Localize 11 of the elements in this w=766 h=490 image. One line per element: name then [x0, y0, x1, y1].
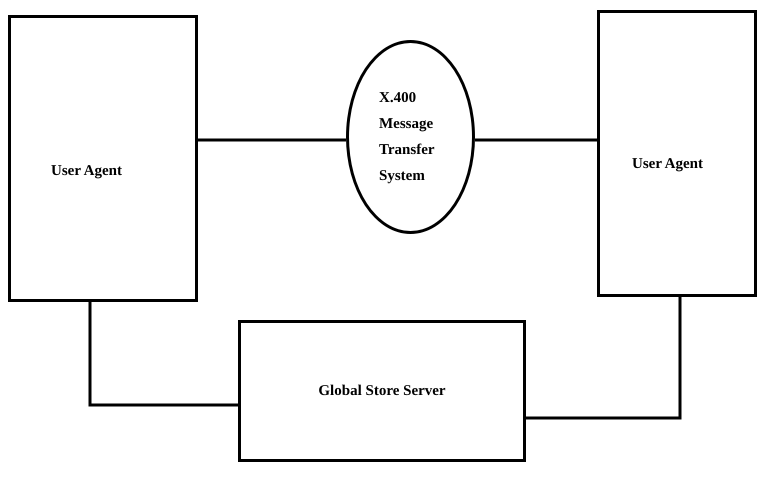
- node-label: User Agent: [632, 155, 703, 174]
- component-box: [597, 10, 757, 297]
- connector-line: [198, 138, 346, 142]
- component-box: [238, 320, 526, 462]
- component-box: [8, 15, 198, 302]
- node-label: Global Store Server: [318, 382, 446, 401]
- node-label: X.400 Message Transfer System: [379, 89, 436, 186]
- connector-line: [526, 297, 682, 420]
- connector-line: [88, 302, 238, 406]
- connector-line: [475, 138, 597, 142]
- node-label: User Agent: [51, 162, 122, 181]
